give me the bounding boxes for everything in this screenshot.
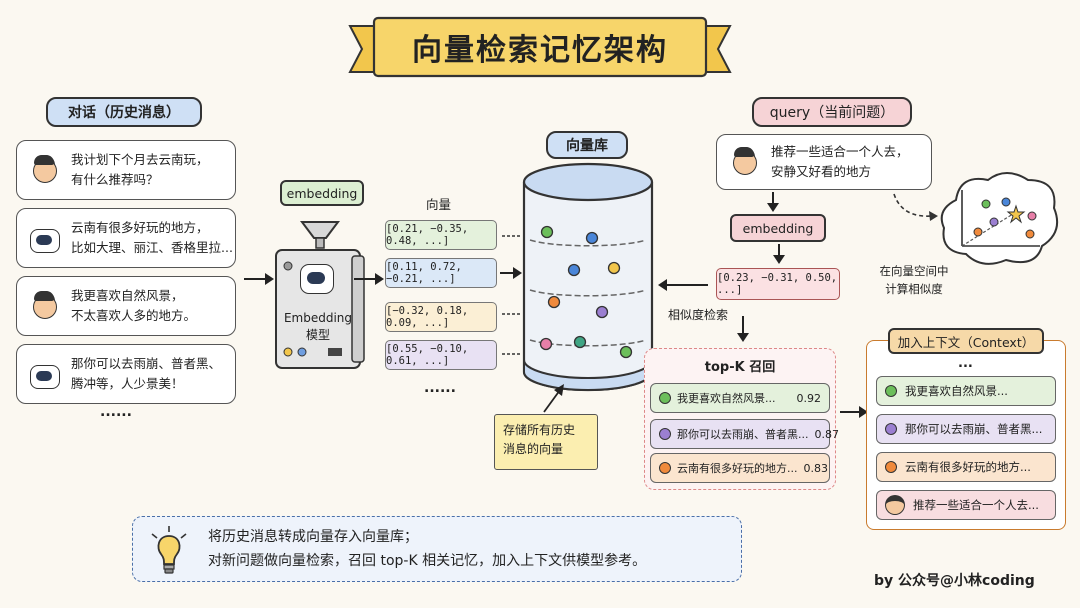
message-card-user-1: 我计划下个月去云南玩，有什么推荐吗？ <box>16 140 236 200</box>
vector-space-cloud <box>940 172 1058 265</box>
similarity-search-label: 相似度检索 <box>668 308 729 322</box>
user-avatar-icon <box>727 145 761 179</box>
purple-dot-icon <box>885 423 897 435</box>
vectors-label: 向量 <box>426 197 452 212</box>
purple-dot-icon <box>659 428 671 440</box>
summary-text: 将历史消息转成向量存入向量库； 对新问题做向量检索，召回 top-K 相关记忆，… <box>208 529 647 569</box>
message-card-bot-2: 那你可以去雨崩、普者黑、腾冲等，人少景美！ <box>16 344 236 404</box>
score: 0.83 <box>803 461 829 475</box>
embedding-model-name: Embedding 模型 <box>283 311 353 342</box>
embedding-tag: embedding <box>280 180 364 206</box>
score: 0.87 <box>814 427 840 441</box>
dialogue-label: 对话（历史消息） <box>46 97 202 127</box>
orange-dot-icon <box>659 462 671 474</box>
context-label: 加入上下文（Context） <box>888 328 1044 354</box>
credit-text: by 公众号@小林coding <box>874 573 1035 589</box>
context-item-1: 我更喜欢自然风景... <box>876 376 1056 406</box>
vector-item-3: [−0.32, 0.18, 0.09, ...] <box>385 302 497 332</box>
arrow-right-icon <box>500 267 522 279</box>
score: 0.92 <box>796 391 822 405</box>
robot-avatar-icon <box>27 221 61 255</box>
dashed-arrow-icon <box>893 193 938 221</box>
arrow-right-icon <box>840 406 868 418</box>
note-pointer <box>543 384 564 413</box>
title-ribbon-decoration <box>348 16 732 78</box>
dialogue-more: ...... <box>100 404 132 420</box>
arrow-right-icon <box>244 273 274 285</box>
topk-item-2: 那你可以去雨崩、普者黑... 0.87 <box>650 419 839 449</box>
embedding-model-machine <box>275 221 365 369</box>
query-label: query（当前问题） <box>752 97 912 127</box>
robot-avatar-icon <box>27 357 61 391</box>
query-embedding-tag: embedding <box>730 214 826 242</box>
vector-db-note: 存储所有历史 消息的向量 <box>494 414 598 470</box>
vector-db-label: 向量库 <box>546 131 628 159</box>
vector-item-4: [0.55, −0.10, 0.61, ...] <box>385 340 497 370</box>
topk-item-3: 云南有很多好玩的地方... 0.83 <box>650 453 830 483</box>
vectors-more: ...... <box>424 380 456 396</box>
arrow-down-icon <box>737 316 749 342</box>
orange-dot-icon <box>885 461 897 473</box>
robot-icon <box>300 264 334 294</box>
query-vector: [0.23, −0.31, 0.50, ...] <box>716 268 840 300</box>
green-dot-icon <box>885 385 897 397</box>
vector-db-cylinder <box>522 162 654 392</box>
summary-box <box>132 516 742 582</box>
query-card: 推荐一些适合一个人去，安静又好看的地方 <box>716 134 932 190</box>
lightbulb-icon <box>151 526 187 574</box>
vector-connectors <box>502 235 520 355</box>
message-card-user-2: 我更喜欢自然风景，不太喜欢人多的地方。 <box>16 276 236 336</box>
user-avatar-icon <box>27 289 61 323</box>
context-item-2: 那你可以去雨崩、普者黑... <box>876 414 1056 444</box>
topk-title: top-K 召回 <box>704 360 776 375</box>
vector-item-2: [0.11, 0.72, −0.21, ...] <box>385 258 497 288</box>
arrow-down-icon <box>773 244 785 264</box>
arrow-down-icon <box>767 192 779 212</box>
user-avatar-icon <box>885 495 905 515</box>
context-item-3: 云南有很多好玩的地方... <box>876 452 1056 482</box>
context-item-4: 推荐一些适合一个人去... <box>876 490 1056 520</box>
vector-space-caption: 在向量空间中 计算相似度 <box>879 264 949 297</box>
context-more: ... <box>958 356 973 371</box>
arrow-left-icon <box>658 279 708 291</box>
message-card-bot-1: 云南有很多好玩的地方，比如大理、丽江、香格里拉... <box>16 208 236 268</box>
arrow-right-icon <box>354 273 384 285</box>
user-avatar-icon <box>27 153 61 187</box>
page-title: 向量检索记忆架构 <box>412 33 668 68</box>
topk-item-1: 我更喜欢自然风景... 0.92 <box>650 383 830 413</box>
vector-item-1: [0.21, −0.35, 0.48, ...] <box>385 220 497 250</box>
green-dot-icon <box>659 392 671 404</box>
